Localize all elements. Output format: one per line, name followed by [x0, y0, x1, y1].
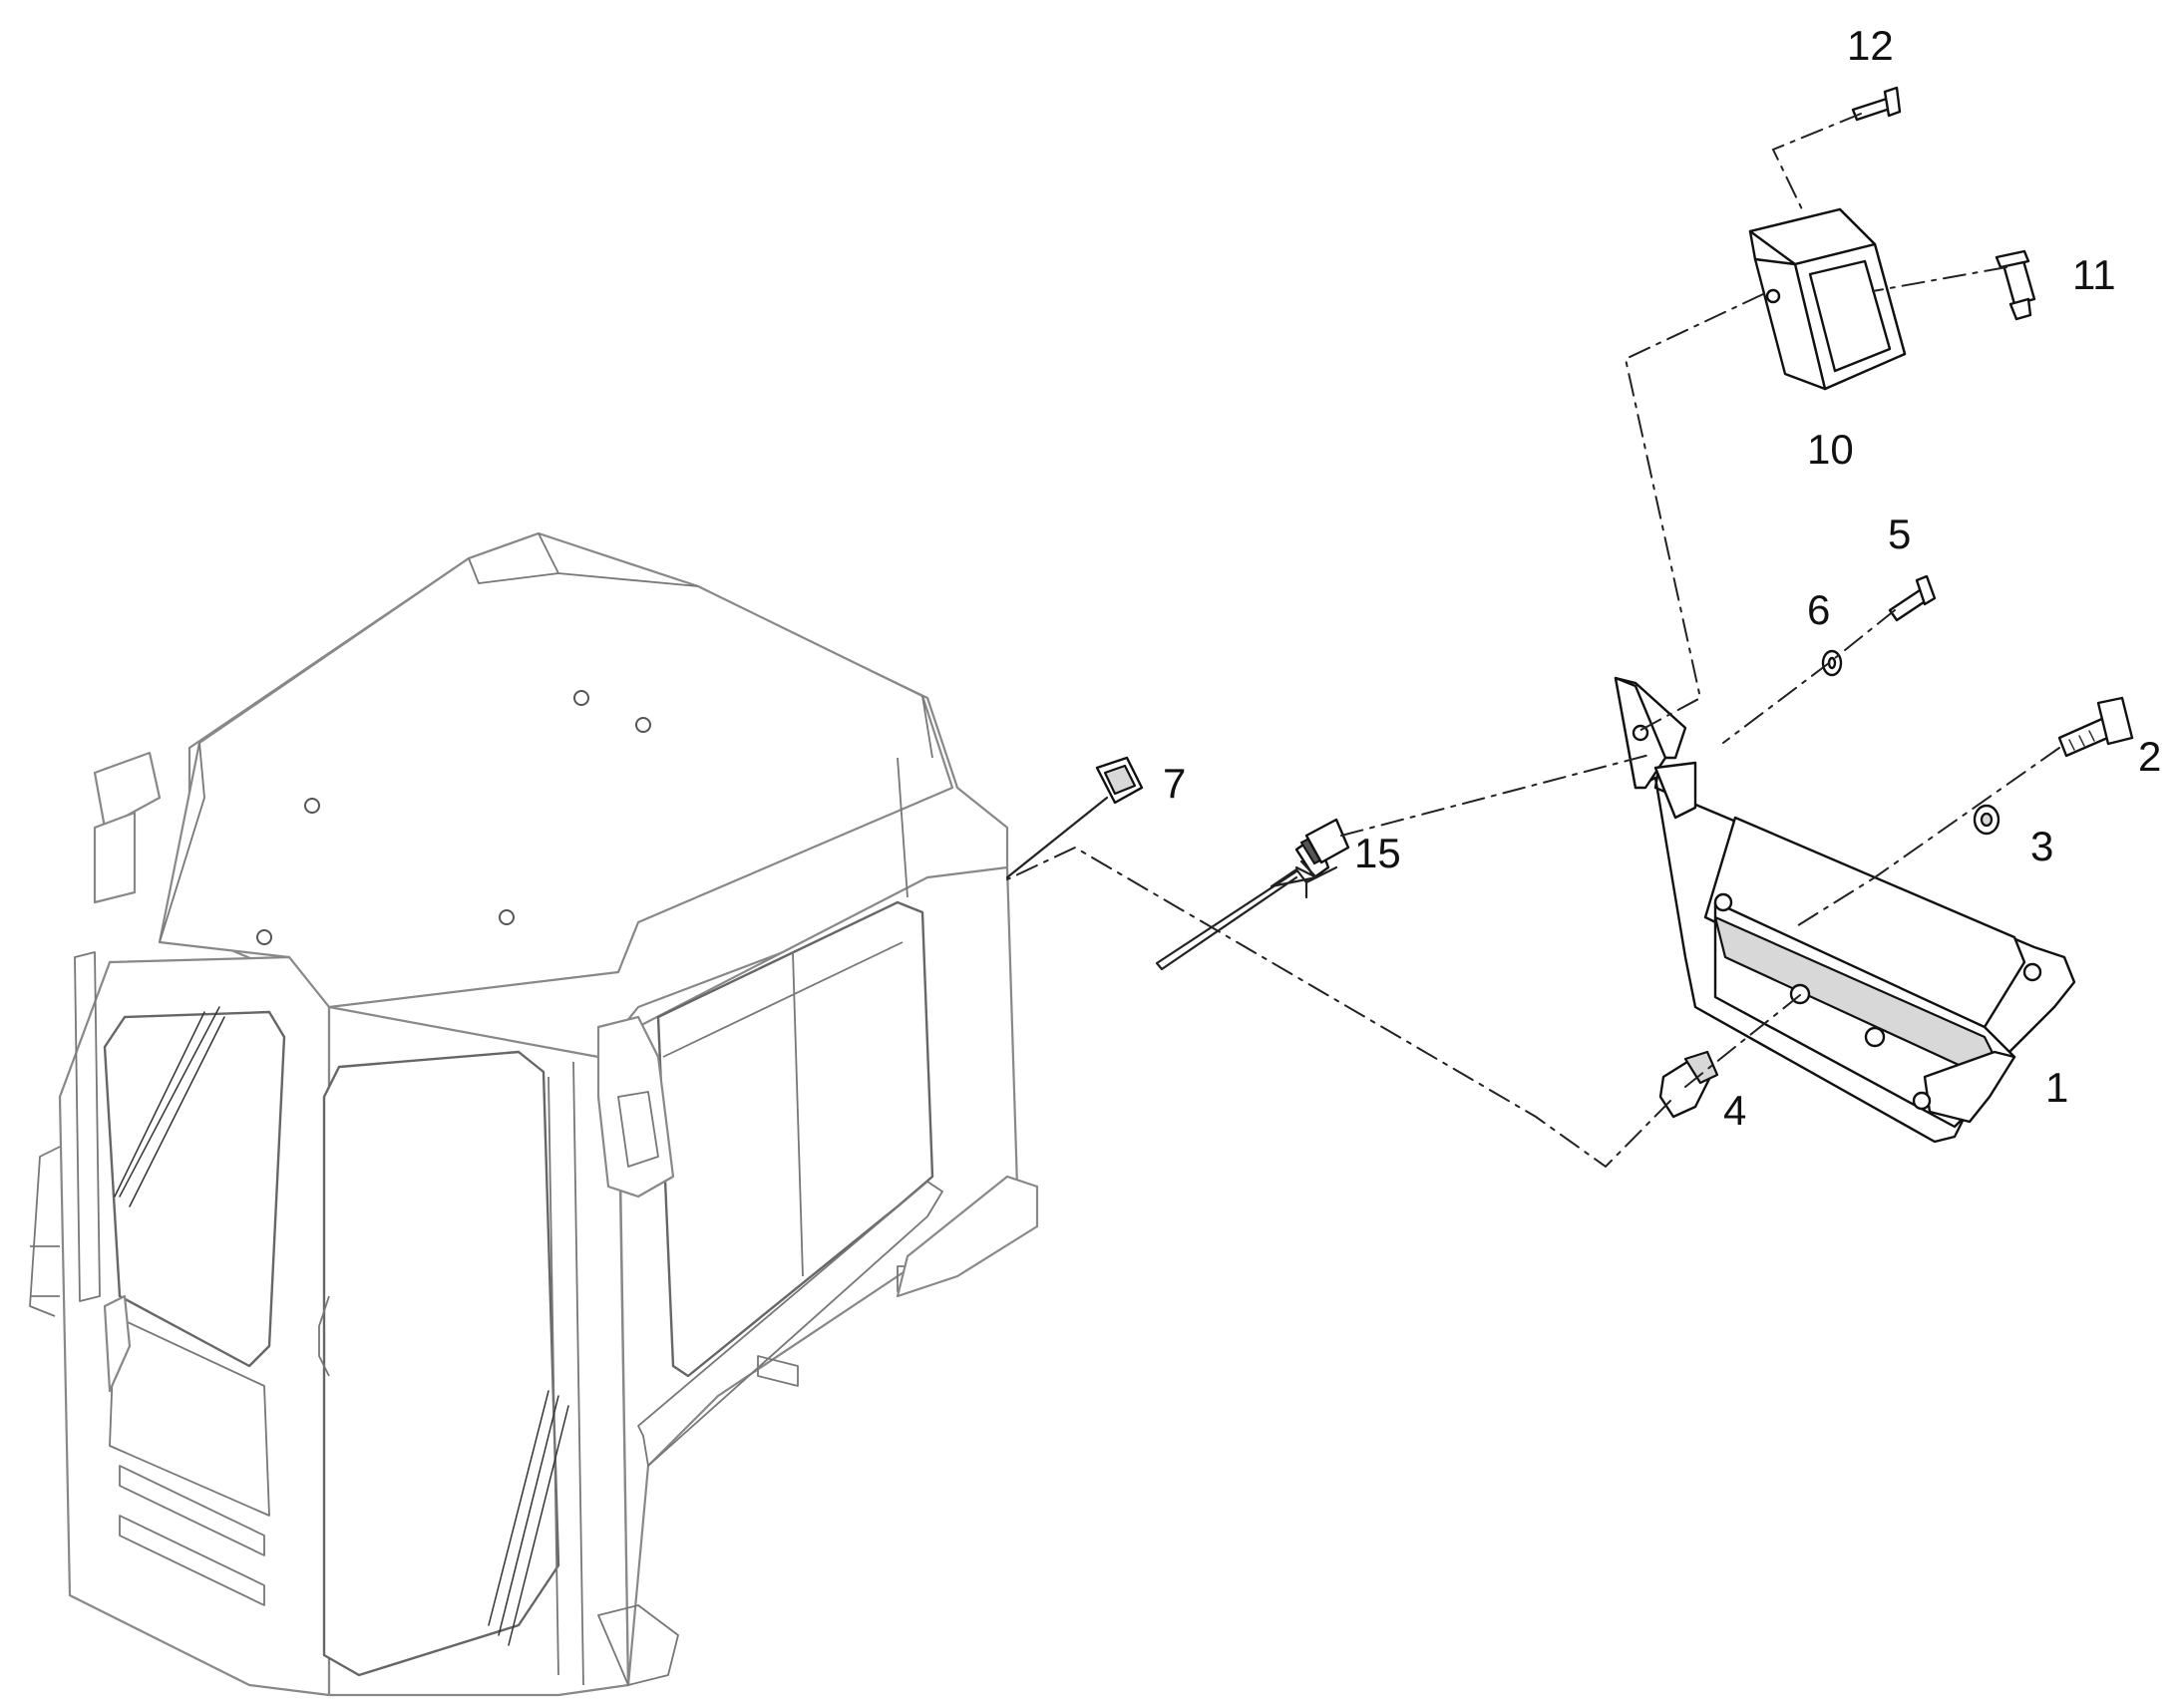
callout-7: 7 — [1163, 760, 1186, 807]
callout-3: 3 — [2030, 823, 2053, 869]
operator-cab — [29, 531, 1039, 1697]
leader-12-to-lamp — [1771, 113, 1862, 212]
callout-labels: 12 11 10 5 6 7 15 2 3 1 4 — [1163, 22, 2161, 1134]
door-wiper — [488, 1390, 569, 1646]
bracket-hole — [2022, 962, 2042, 982]
callout-12: 12 — [1847, 22, 1894, 69]
cab-front-window — [103, 1010, 286, 1368]
leader-2-to-bracket — [1794, 747, 2060, 928]
callout-15: 15 — [1354, 830, 1401, 876]
roof-bolt — [256, 929, 272, 945]
callout-10: 10 — [1807, 426, 1854, 473]
antenna — [897, 757, 908, 898]
roof-bolt — [635, 717, 651, 733]
callout-5: 5 — [1888, 511, 1911, 557]
side-handrail — [637, 1181, 943, 1467]
part-10-work-lamp — [1748, 207, 1907, 391]
leader-4-to-bracket — [1684, 994, 1801, 1088]
bracket-hole — [1912, 1091, 1932, 1111]
part-7-clip — [1095, 756, 1144, 805]
part-2-bolt — [2057, 696, 2134, 758]
leader-6-to-bracket — [1722, 609, 1896, 744]
cab-door-window — [322, 1050, 560, 1677]
cab-side-mirror-left — [93, 751, 162, 830]
callout-1: 1 — [2045, 1064, 2068, 1111]
part-1-mounting-bracket — [1614, 676, 2076, 1144]
roof-bolt — [573, 690, 589, 706]
part-5-screw — [1888, 574, 1937, 622]
leader-7-to-cab — [1005, 796, 1109, 879]
leader-lamp-to-bracket — [1624, 293, 1764, 734]
part-11-bulb — [1995, 249, 2036, 321]
part-15-wiring-harness — [1155, 818, 1350, 971]
bracket-hole — [1713, 892, 1733, 912]
roof-bolt — [499, 909, 515, 925]
leader-11-to-lamp — [1872, 266, 2007, 292]
cab-side-mirror-right — [596, 1015, 675, 1198]
roof-bolt — [304, 798, 320, 814]
bracket-hole — [1864, 1026, 1886, 1048]
leader-15-to-bracket — [1340, 754, 1650, 837]
leader-lines — [1005, 113, 2060, 1169]
callout-11: 11 — [2072, 251, 2116, 298]
callout-4: 4 — [1723, 1087, 1746, 1134]
part-3-washer — [1973, 804, 2000, 836]
harness-cable — [1155, 859, 1318, 971]
leader-4-to-cab — [1006, 846, 1671, 1169]
front-wiper — [114, 1006, 225, 1207]
callout-6: 6 — [1807, 586, 1830, 633]
callout-2: 2 — [2138, 733, 2161, 780]
